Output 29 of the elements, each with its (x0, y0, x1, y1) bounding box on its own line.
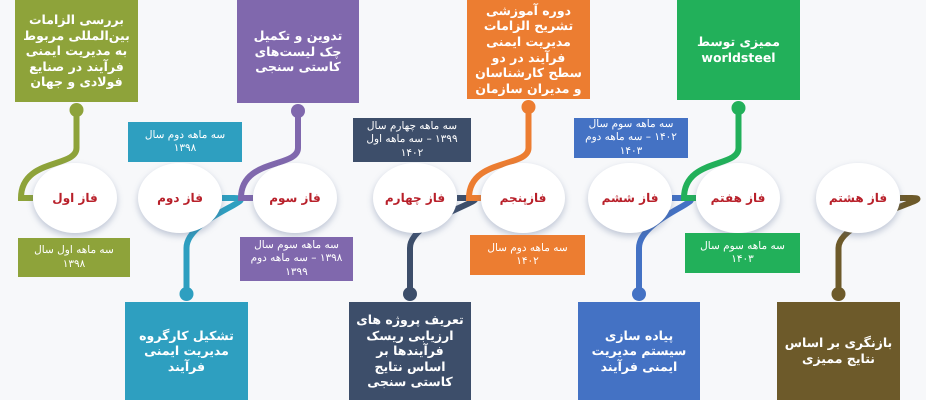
phase-circle: فاز سوم (253, 163, 337, 233)
phase-circle: فاز هشتم (816, 163, 900, 233)
date-box: سه ماهه اول سال ۱۳۹۸ (18, 238, 130, 277)
task-box: ممیزی توسط worldsteel (677, 0, 800, 100)
phase-circle: فاز هفتم (696, 163, 780, 233)
phase-circle: فاز دوم (138, 163, 222, 233)
date-box: سه ماهه دوم سال ۱۳۹۸ (128, 122, 242, 162)
phase-circle: فازپنجم (481, 163, 565, 233)
task-box: تشکیل کارگروه مدیریت ایمنی فرآیند (125, 302, 248, 400)
date-box: سه ماهه دوم سال ۱۴۰۲ (470, 235, 585, 275)
phase-circle: فاز چهارم (373, 163, 457, 233)
phase-circle: فاز اول (33, 163, 117, 233)
connector (632, 195, 694, 301)
phase-circle: فاز ششم (588, 163, 672, 233)
connector (238, 104, 305, 201)
connector (681, 101, 746, 201)
date-box: سه ماهه چهارم سال ۱۳۹۹ – سه ماهه اول ۱۴۰۲ (353, 118, 471, 162)
task-box: تعریف پروژه های ارزیابی ریسک فرآیندها بر اساس نتایج کاستی سنجی (349, 302, 471, 400)
task-box: بازنگری بر اساس نتایج ممیزی (777, 302, 900, 400)
date-box: سه ماهه سوم سال ۱۴۰۲ – سه ماهه دوم ۱۴۰۳ (574, 118, 688, 158)
connector (466, 100, 536, 201)
connector (180, 195, 244, 301)
task-box: بررسی الزامات بین‌المللی مربوط به مدیریت ایمنی فرآیند در صنایع فولادی و جهان (15, 0, 138, 102)
task-box: دوره آموزشی تشریح الزامات مدیریت ایمنی فرآیند در دو سطح کارشناسان و مدیران سازمان (467, 0, 590, 99)
date-box: سه ماهه سوم سال ۱۳۹۸ – سه ماهه دوم ۱۳۹۹ (240, 237, 353, 281)
connector (18, 103, 84, 201)
date-box: سه ماهه سوم سال ۱۴۰۳ (685, 233, 800, 273)
task-box: تدوین و تکمیل چک لیست‌های کاستی سنجی (237, 0, 359, 103)
task-box: پیاده سازی سیستم مدیریت ایمنی فرآیند (578, 302, 700, 400)
